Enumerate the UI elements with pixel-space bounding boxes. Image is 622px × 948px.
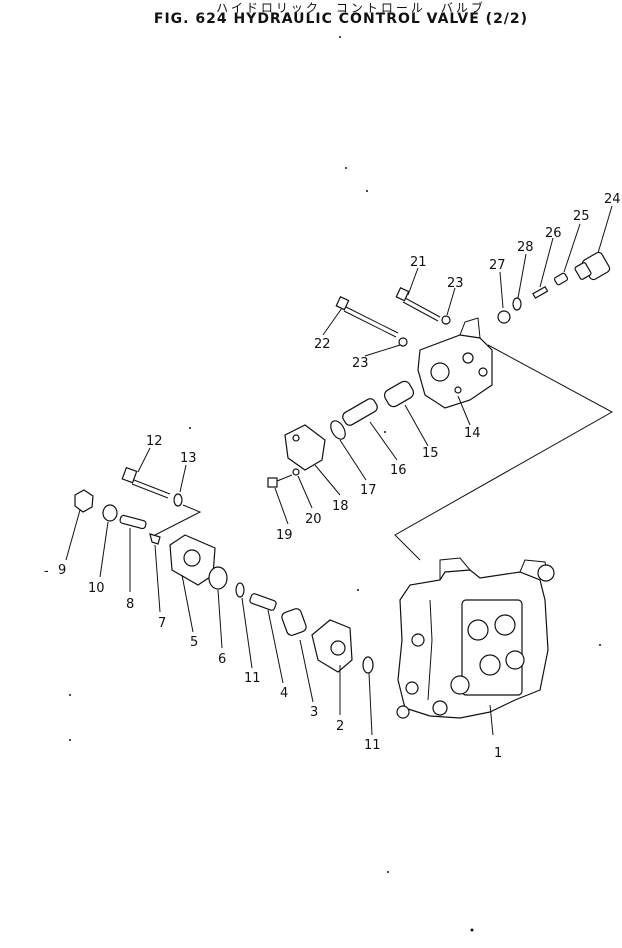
o-ring-part-11-left xyxy=(235,582,245,598)
washer-part-20 xyxy=(292,468,300,476)
callout-16: 16 xyxy=(390,463,407,478)
callout-9: 9 xyxy=(58,563,66,578)
bolt-part-21 xyxy=(395,286,441,322)
callout-18: 18 xyxy=(332,499,349,514)
callout-14: 14 xyxy=(464,426,481,441)
callout-6: 6 xyxy=(218,652,226,667)
figure-title-japanese: ハイドロリック コントロール バルブ xyxy=(216,1,486,15)
callout-23-lower: 23 xyxy=(352,356,369,371)
spring-part-15 xyxy=(383,380,415,408)
valve-housing-part-14 xyxy=(417,317,493,409)
callout-11-right: 11 xyxy=(364,738,381,753)
callout-21: 21 xyxy=(410,255,427,270)
assembly-connector-line xyxy=(394,344,614,561)
scan-specks xyxy=(69,36,601,932)
nut-part-10 xyxy=(102,504,118,522)
callout-10: 10 xyxy=(88,581,105,596)
o-ring-part-28 xyxy=(512,297,522,311)
callout-28: 28 xyxy=(517,240,534,255)
flange-part-2 xyxy=(311,619,353,673)
callout-23-upper: 23 xyxy=(447,276,464,291)
bolt-part-19 xyxy=(267,474,293,488)
callout-3: 3 xyxy=(310,705,318,720)
callout-labels: 1 2 3 4 5 6 7 8 9 10 11 11 12 13 14 15 1… xyxy=(44,192,621,761)
spring-part-26 xyxy=(532,285,549,299)
bolt-part-12 xyxy=(121,466,171,499)
spring-part-16 xyxy=(342,398,378,426)
callout-12: 12 xyxy=(146,434,163,449)
callout-1: 1 xyxy=(494,746,502,761)
washer-part-6 xyxy=(208,566,228,590)
nut-part-27 xyxy=(497,310,511,324)
flange-part-5 xyxy=(169,534,216,586)
washer-part-23-upper xyxy=(441,315,451,325)
callout-22: 22 xyxy=(314,337,331,352)
spring-part-8 xyxy=(119,514,147,530)
callout-8: 8 xyxy=(126,597,134,612)
callout-7: 7 xyxy=(158,616,166,631)
callout-11-left: 11 xyxy=(244,671,261,686)
callout-2: 2 xyxy=(336,719,344,734)
callout-27: 27 xyxy=(489,258,506,273)
stray-dash-mark: - xyxy=(44,564,49,579)
o-ring-part-17 xyxy=(330,420,346,440)
callout-5: 5 xyxy=(190,635,198,650)
leader-lines xyxy=(65,205,613,736)
nut-part-9 xyxy=(74,489,94,513)
callout-24: 24 xyxy=(604,192,621,207)
callout-19: 19 xyxy=(276,528,293,543)
callout-15: 15 xyxy=(422,446,439,461)
callout-26: 26 xyxy=(545,226,562,241)
fitting-part-25 xyxy=(553,272,569,286)
figure-title: FIG. 624 HYDRAULIC CONTROL VALVE (2/2) xyxy=(153,11,529,27)
callout-4: 4 xyxy=(280,686,288,701)
sleeve-part-3 xyxy=(281,608,307,636)
o-ring-part-11-right xyxy=(362,656,374,674)
cover-plate-part-18 xyxy=(284,424,326,471)
callout-25: 25 xyxy=(573,209,590,224)
bolt-connector-line xyxy=(154,504,202,536)
callout-17: 17 xyxy=(360,483,377,498)
washer-part-13 xyxy=(173,493,183,507)
valve-body-part-1 xyxy=(396,557,555,719)
plug-part-24 xyxy=(574,251,611,281)
poppet-part-7 xyxy=(149,533,161,545)
callout-13: 13 xyxy=(180,451,197,466)
callout-20: 20 xyxy=(305,512,322,527)
washer-part-23-lower xyxy=(398,337,408,347)
spring-part-4 xyxy=(249,593,277,611)
bolt-part-22 xyxy=(335,295,399,338)
